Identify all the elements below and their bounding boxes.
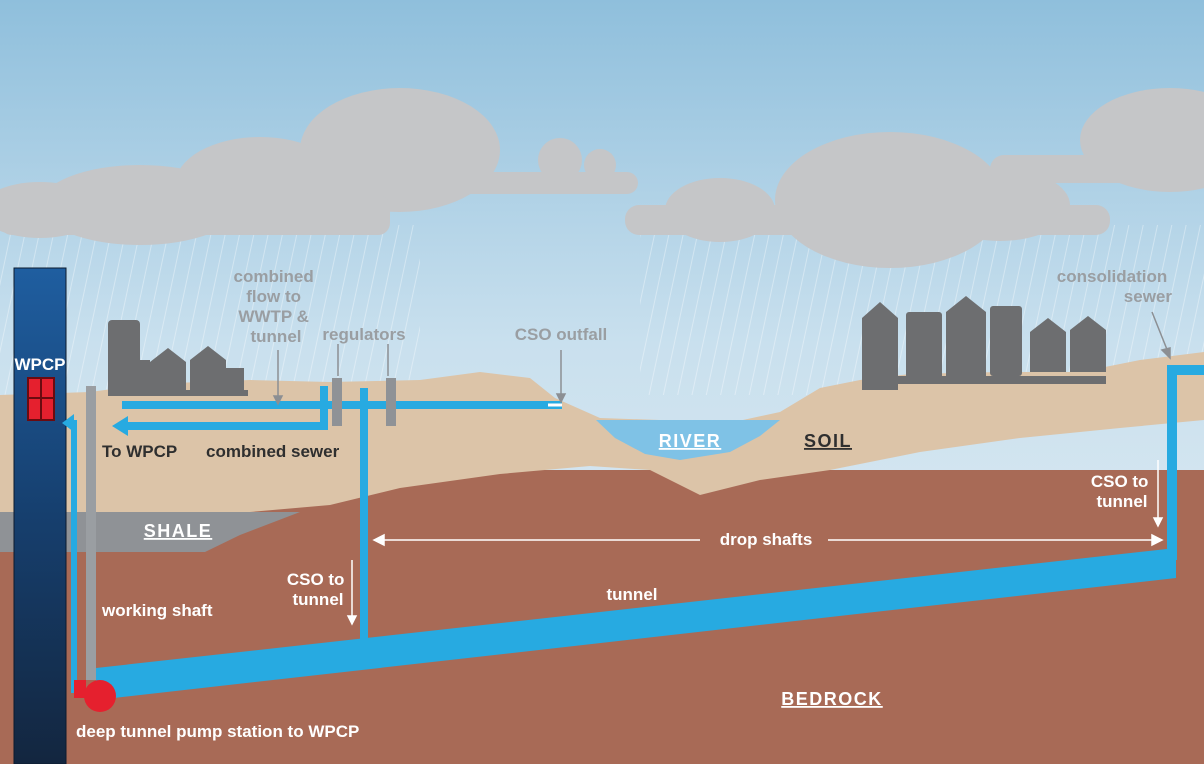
shale-label: SHALE	[144, 521, 213, 541]
combined-sewer-label: combined sewer	[206, 442, 340, 461]
combined-flow-label: combined flow to WWTP & tunnel	[233, 267, 318, 346]
buildings-left	[108, 320, 248, 396]
soil-label: SOIL	[804, 431, 852, 451]
cso-outfall-label: CSO outfall	[515, 325, 608, 344]
pump-station-label: deep tunnel pump station to WPCP	[76, 722, 359, 741]
river-water	[596, 420, 780, 460]
to-wpcp-arrow	[112, 416, 128, 436]
drop-shafts-label: drop shafts	[720, 530, 813, 549]
regulator-2	[386, 378, 396, 426]
wpcp-tower	[13, 267, 67, 764]
working-shaft-label: working shaft	[101, 601, 213, 620]
tunnel-label: tunnel	[607, 585, 658, 604]
cso-pointer-lines	[346, 460, 1164, 626]
cso-to-tunnel-left-label: CSO to tunnel	[287, 570, 349, 609]
wpcp-label: WPCP	[15, 355, 66, 374]
regulator-1	[332, 378, 342, 426]
drop-shafts-span	[372, 533, 1164, 547]
bedrock-label: BEDROCK	[781, 689, 883, 709]
cloud-right	[625, 88, 1204, 268]
regulators-label: regulators	[322, 325, 405, 344]
soil-layer	[0, 352, 1204, 512]
river-label: RIVER	[659, 431, 722, 451]
consolidation-sewer-label: consolidation sewer	[1057, 267, 1173, 306]
pump-station	[84, 680, 116, 712]
to-wpcp-label: To WPCP	[102, 442, 177, 461]
cso-to-tunnel-right-label: CSO to tunnel	[1091, 472, 1153, 511]
pointer-lines	[272, 311, 1171, 406]
buildings-right	[862, 296, 1106, 390]
cloud-left	[0, 88, 638, 245]
working-shaft	[86, 386, 96, 680]
pump-riser-arrow	[62, 414, 74, 432]
